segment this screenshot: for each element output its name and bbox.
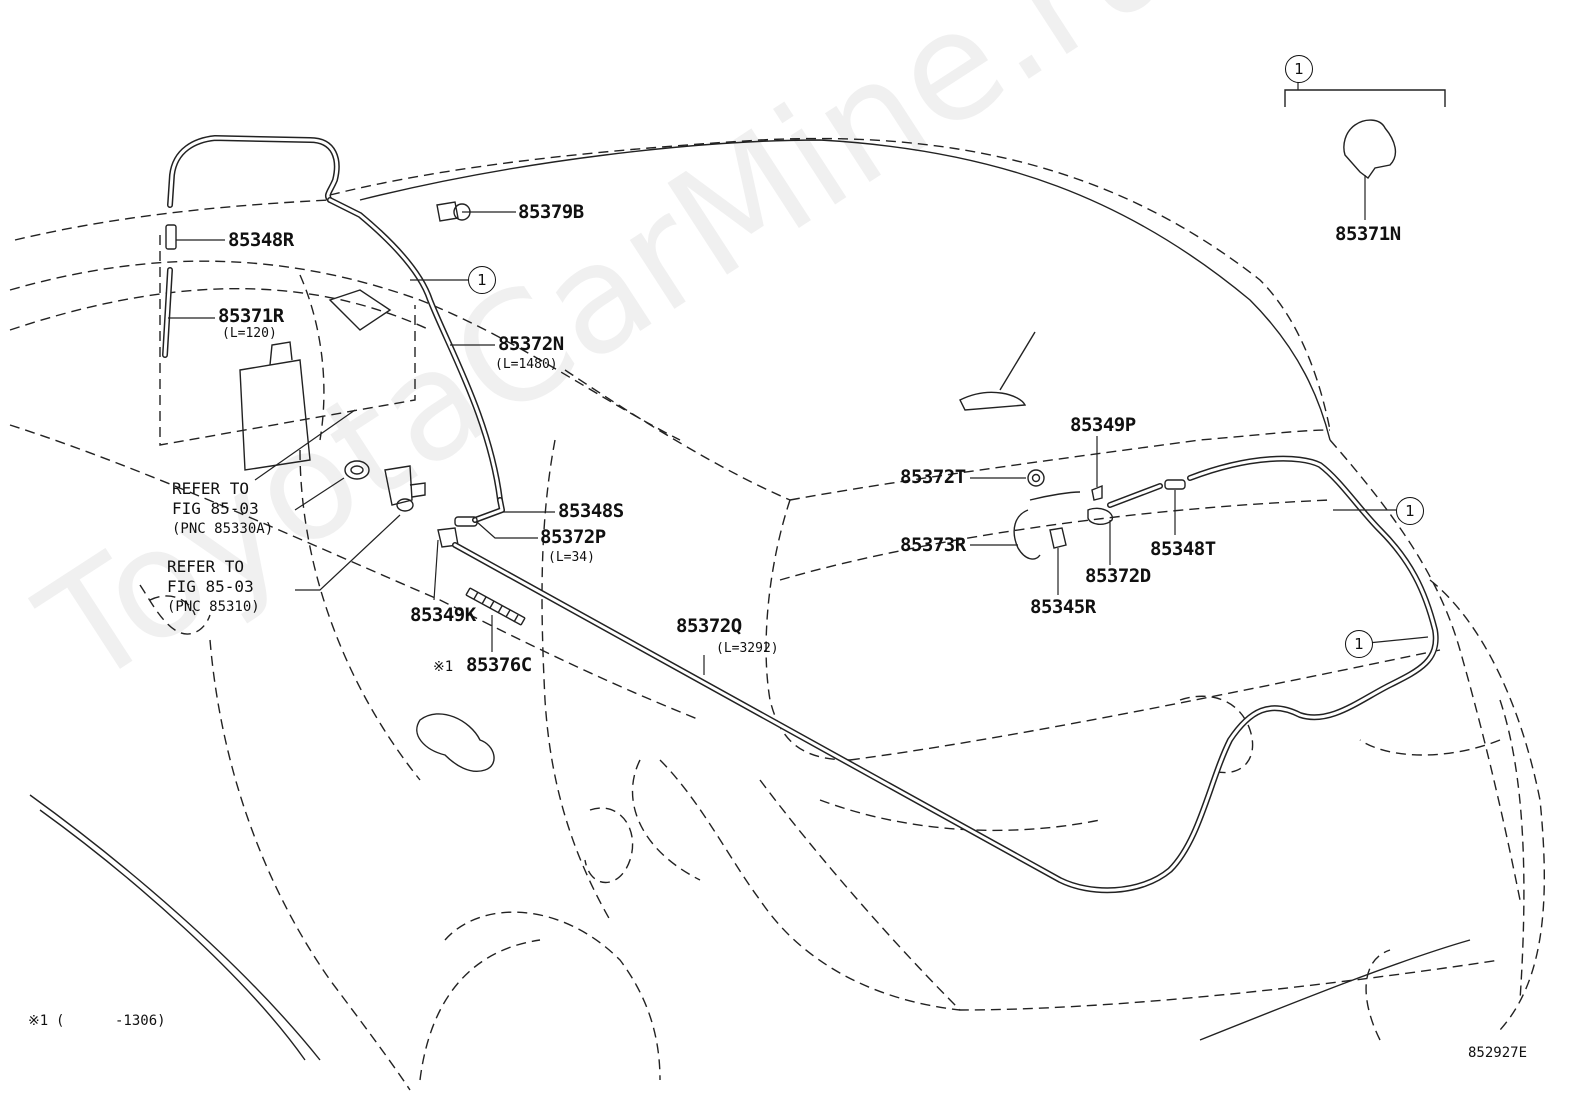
part-label-85345R[interactable]: 85345R xyxy=(1030,596,1096,618)
refer-line1: REFER TO xyxy=(167,557,245,576)
part-length-85372N: (L=1480) xyxy=(495,357,558,372)
group-callout-rear-upper: 1 xyxy=(1396,497,1424,525)
part-length-85371R: (L=120) xyxy=(222,326,277,341)
part-length-85372Q: (L=3292) xyxy=(716,641,779,656)
part-label-85349K[interactable]: 85349K xyxy=(410,604,476,626)
part-label-85372D[interactable]: 85372D xyxy=(1085,565,1151,587)
part-label-85376C[interactable]: 85376C xyxy=(466,654,532,676)
part-label-85372P[interactable]: 85372P xyxy=(540,526,606,548)
part-label-85372N[interactable]: 85372N xyxy=(498,333,564,355)
footnote-mark: ※1 xyxy=(28,1013,49,1029)
part-label-85371N[interactable]: 85371N xyxy=(1335,223,1401,245)
diagram-code: 852927E xyxy=(1468,1045,1528,1061)
part-label-85371R[interactable]: 85371R xyxy=(218,305,284,327)
refer-pnc: (PNC 85310) xyxy=(167,599,260,615)
refer-pnc: (PNC 85330A) xyxy=(172,521,274,537)
part-label-85348S[interactable]: 85348S xyxy=(558,500,624,522)
part-length-85372P: (L=34) xyxy=(548,550,595,565)
group-callout-front: 1 xyxy=(468,266,496,294)
refer-line1: REFER TO xyxy=(172,479,250,498)
part-label-85372T[interactable]: 85372T xyxy=(900,466,966,488)
part-label-85348T[interactable]: 85348T xyxy=(1150,538,1216,560)
refer-line2: FIG 85-03 xyxy=(172,499,259,518)
part-label-85379B[interactable]: 85379B xyxy=(518,201,584,223)
part-label-85373R[interactable]: 85373R xyxy=(900,534,966,556)
refer-line2: FIG 85-03 xyxy=(167,577,254,596)
part-label-85372Q[interactable]: 85372Q xyxy=(676,615,742,637)
refer-to-fig-85330A[interactable]: REFER TO FIG 85-03 (PNC 85330A) xyxy=(172,479,273,539)
part-label-85348R[interactable]: 85348R xyxy=(228,229,294,251)
footnote-text: ( -1306) xyxy=(56,1013,166,1029)
group-callout-rear-lower: 1 xyxy=(1345,630,1373,658)
group-callout-header: 1 xyxy=(1285,55,1313,83)
part-label-85349P[interactable]: 85349P xyxy=(1070,414,1136,436)
part-prefix-85376C: ※1 xyxy=(433,659,454,675)
refer-to-fig-85310[interactable]: REFER TO FIG 85-03 (PNC 85310) xyxy=(167,557,260,617)
